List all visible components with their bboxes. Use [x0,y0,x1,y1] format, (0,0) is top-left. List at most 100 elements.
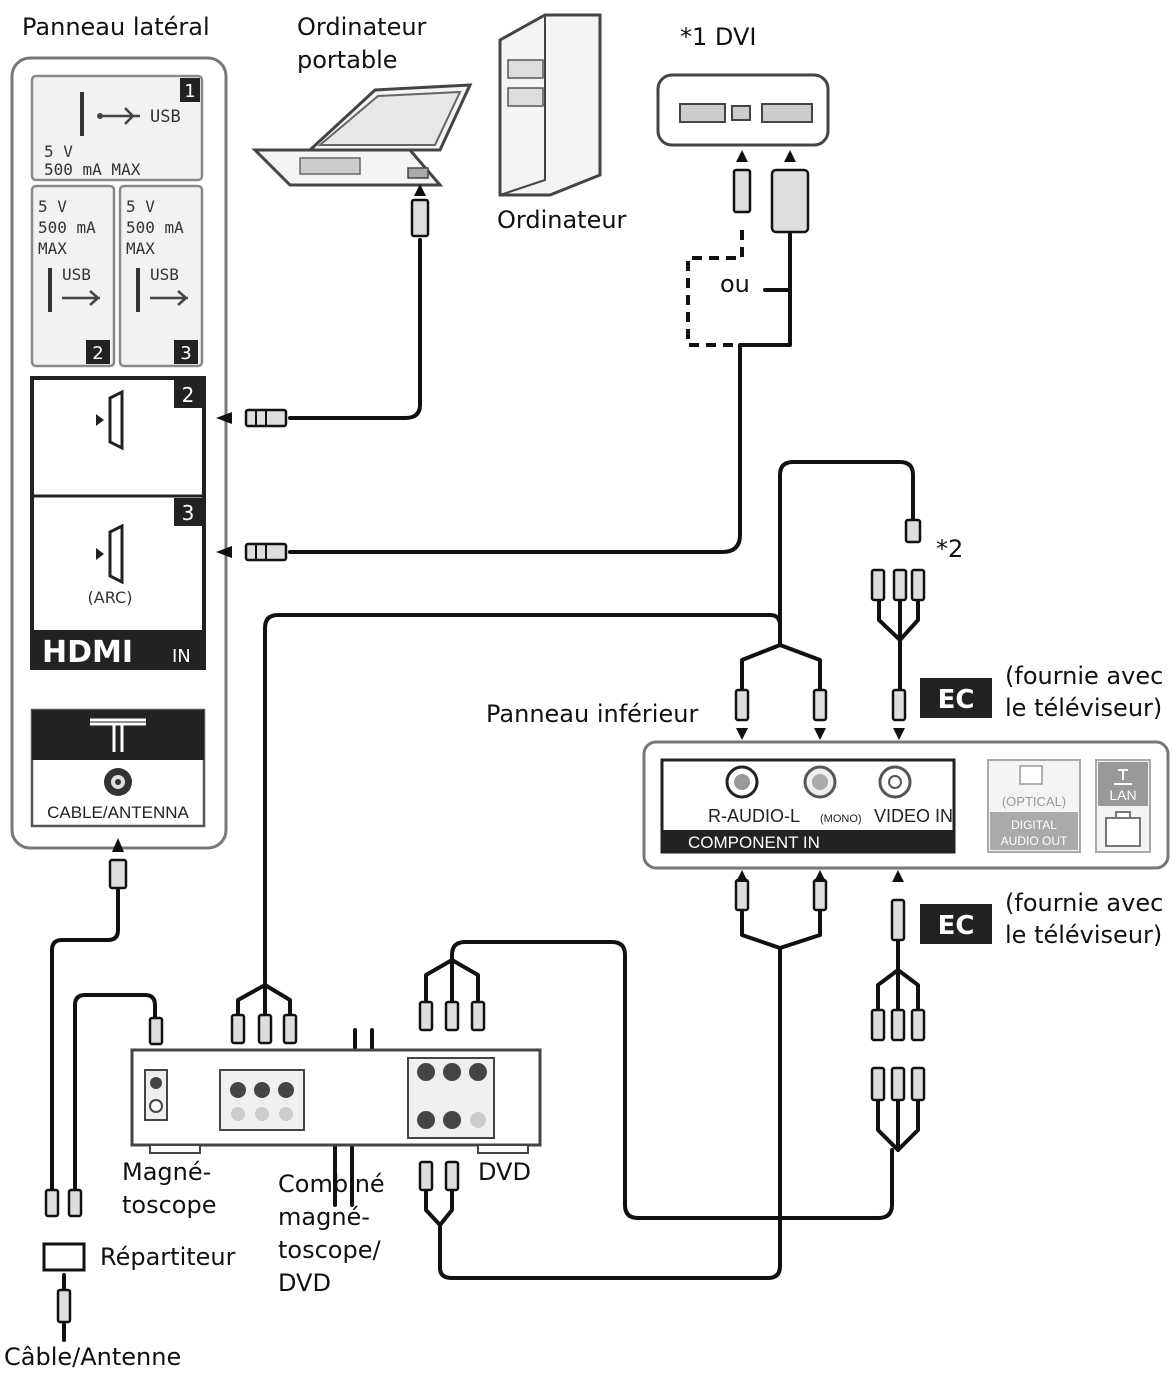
antenna-port[interactable]: CABLE/ANTENNA [30,708,206,828]
usb-port-2[interactable]: 2 5 V 500 mA MAX USB [30,184,116,368]
usb1-slot [80,92,84,136]
side-panel-title: Panneau latéral [22,13,210,41]
usb-icon [150,290,188,306]
vcr-dvd-device [130,1000,542,1192]
hdmi3-arc: (ARC) [88,588,133,607]
mono-label: (MONO) [820,813,862,825]
cable-ec-bottom-av [876,938,920,1012]
cable-audio-vcr [263,613,782,987]
svg-text:EC: EC [938,685,975,715]
splitter-label: Répartiteur [100,1243,236,1271]
supplied-bottom-2: le téléviseur) [1005,921,1162,949]
cable-ec-top-av [877,598,920,692]
laptop-icon [251,83,473,238]
vcr-label-1: Magné- [122,1158,211,1186]
cable-dvd-audio [424,946,782,1280]
or-label: ou [720,270,750,298]
usb3-label: USB [150,265,179,284]
antenna-label: CABLE/ANTENNA [47,803,189,822]
arrow-icon [96,548,104,560]
cable-dvd-component [450,940,920,1220]
ec-badge-bottom: EC [920,904,992,944]
cable-dvd-split-top [424,958,480,1002]
cable-ec-bottom [740,908,822,950]
lan-label: LAN [1109,787,1136,803]
supplied-bottom-1: (fournie avec [1005,889,1163,917]
usb2-slot [48,268,52,312]
audio-label: R-AUDIO-L [708,806,800,826]
audio-l-jack[interactable] [803,765,837,799]
usb2-voltage: 5 V [38,197,67,216]
usb-icon [62,290,100,306]
usb3-slot [136,268,140,312]
note-2: *2 [936,535,963,563]
hdmi2-number: 2 [182,383,195,407]
laptop-label-2: portable [297,46,398,74]
dvi-note: *1 DVI [680,23,756,51]
usb-port-3[interactable]: 3 5 V 500 mA MAX USB [118,184,204,368]
cable-antenna-label: Câble/Antenne [4,1343,181,1371]
digital-audio-out-port[interactable]: (OPTICAL) DIGITAL AUDIO OUT [987,759,1081,853]
hdmi-port-icon [108,389,124,451]
usb2-label: USB [62,265,91,284]
usb3-current-2: MAX [126,239,155,258]
usb1-label: USB [150,107,181,127]
lan-port[interactable]: LAN [1095,759,1151,853]
usb-icon [97,107,140,125]
vcr-label-2: toscope [122,1191,216,1219]
cable-ec-top [778,460,915,647]
side-panel: 1 USB 5 V 500 mA MAX 2 5 V 500 mA MAX US… [10,56,288,890]
svg-text:EC: EC [938,911,975,941]
bottom-panel-title: Panneau inférieur [486,700,698,728]
cable-or-merge [288,288,792,554]
digital-audio-label-2: AUDIO OUT [1001,834,1068,848]
lan-icon [1114,769,1132,785]
antenna-icon [90,718,146,752]
supplied-top-1: (fournie avec [1005,662,1163,690]
cable-vcr-split [236,983,292,1017]
audio-r-jack[interactable] [725,765,759,799]
hdmi-port-3[interactable]: 3 (ARC) [88,498,202,607]
usb-port-1[interactable]: 1 USB 5 V 500 mA MAX [30,74,204,182]
combo-label-2: magné- [278,1203,370,1231]
video-in-label: VIDEO IN [874,806,953,826]
cable-computer-hdmi [763,230,792,292]
cable-dvi-alt [686,230,744,347]
component-in-label: COMPONENT IN [688,833,820,852]
combo-label-4: DVD [278,1269,331,1297]
usb1-number: 1 [184,81,195,102]
usb1-current: 500 mA MAX [44,160,141,179]
hdmi-plug-3 [216,542,288,562]
bottom-panel-plugs [734,518,926,1102]
hdmi-port-2[interactable]: 2 [96,380,202,451]
cables [50,230,920,1342]
computer-label: Ordinateur [497,206,627,234]
laptop-label-1: Ordinateur [297,13,427,41]
computer-port-panel [656,73,830,234]
cable-laptop-hdmi [288,238,422,420]
usb3-voltage: 5 V [126,197,155,216]
optical-label: (OPTICAL) [1002,794,1066,809]
hdmi-title: HDMI [42,635,133,670]
ec-badge-top: EC [920,678,992,718]
hdmi-plug-2 [216,408,288,428]
supplied-top-2: le téléviseur) [1005,694,1162,722]
labels: Panneau latéral Ordinateur portable *1 D… [4,13,1163,1371]
dvd-label: DVD [478,1158,531,1186]
antenna-plug [108,838,128,890]
usb2-number: 2 [92,343,103,364]
cable-antenna [50,878,120,1192]
digital-audio-label-1: DIGITAL [1011,818,1057,832]
hdmi-in: IN [172,646,191,667]
cable-vcr-antenna [73,993,157,1192]
bottom-panel: R-AUDIO-L (MONO) VIDEO IN COMPONENT IN (… [642,740,1170,870]
usb2-current-2: MAX [38,239,67,258]
cable-ec-top-split [740,643,822,692]
usb1-voltage: 5 V [44,142,73,161]
usb3-number: 3 [180,343,191,364]
video-in-jack[interactable] [878,765,912,799]
combo-label-1: Combiné [278,1170,385,1198]
usb2-current-1: 500 mA [38,218,96,237]
combo-label-3: toscope/ [278,1236,381,1264]
